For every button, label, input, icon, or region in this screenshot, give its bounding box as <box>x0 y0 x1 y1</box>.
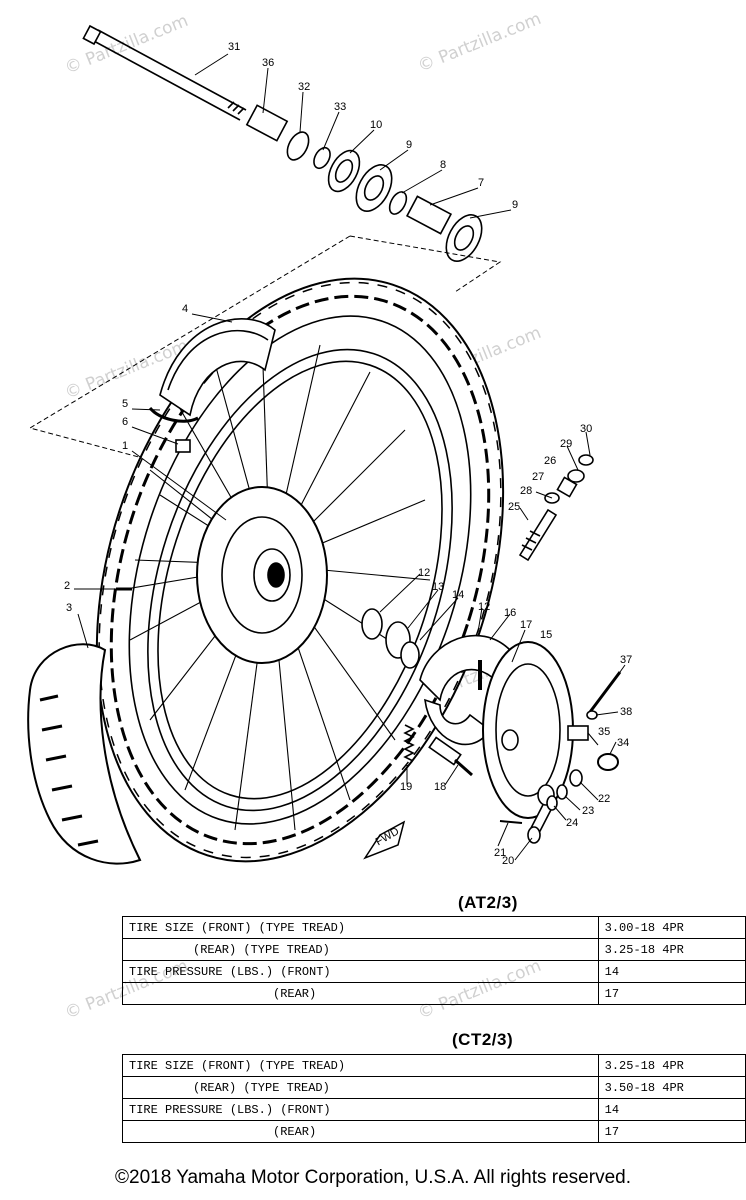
callout-37: 37 <box>620 654 632 666</box>
table-cell: (REAR) (TYPE TREAD) <box>122 1076 599 1099</box>
speedometer-gear-parts <box>518 454 594 562</box>
table-cell: 17 <box>597 1120 746 1143</box>
callout-28: 28 <box>520 485 532 497</box>
callout-18: 18 <box>434 781 446 793</box>
oil-seal <box>286 131 310 161</box>
table-cell: TIRE SIZE (FRONT) (TYPE TREAD) <box>122 1054 599 1077</box>
callout-12: 12 <box>478 601 490 613</box>
axle-nut <box>597 753 619 771</box>
callout-5: 5 <box>122 398 128 410</box>
table-row: (REAR) 17 <box>122 1120 746 1143</box>
table-cell: 17 <box>597 982 746 1005</box>
callout-33: 33 <box>334 101 346 113</box>
table-cell: (REAR) <box>122 982 599 1005</box>
callout-9: 9 <box>512 199 518 211</box>
alignment-frame <box>28 235 502 461</box>
callout-24: 24 <box>566 817 578 829</box>
callout-12: 12 <box>418 567 430 579</box>
oil-seal <box>361 608 383 640</box>
callout-16: 16 <box>504 607 516 619</box>
callout-27: 27 <box>532 471 544 483</box>
tire-spec-table: TIRE SIZE (FRONT) (TYPE TREAD) 3.25-18 4… <box>122 1054 746 1143</box>
leader-lines <box>74 53 626 861</box>
tire-spec-table: TIRE SIZE (FRONT) (TYPE TREAD) 3.00-18 4… <box>122 916 746 1005</box>
table-title: (CT2/3) <box>452 1030 514 1049</box>
callout-10: 10 <box>370 119 382 131</box>
callout-31: 31 <box>228 41 240 53</box>
spring <box>403 724 415 762</box>
table-cell: 3.25-18 4PR <box>597 1054 746 1077</box>
bearing <box>445 214 483 262</box>
collar <box>313 146 331 170</box>
table-cell: TIRE PRESSURE (LBS.) (FRONT) <box>122 1098 599 1121</box>
callout-32: 32 <box>298 81 310 93</box>
table-row: TIRE SIZE (FRONT) (TYPE TREAD) 3.00-18 4… <box>122 916 746 939</box>
table-cell: 14 <box>597 960 746 983</box>
table-cell: TIRE PRESSURE (LBS.) (FRONT) <box>122 960 599 983</box>
callout-7: 7 <box>478 177 484 189</box>
bearing <box>327 149 361 193</box>
callout-2: 2 <box>64 580 70 592</box>
table-row: TIRE PRESSURE (LBS.) (FRONT) 14 <box>122 1098 746 1121</box>
table-row: (REAR) (TYPE TREAD) 3.25-18 4PR <box>122 938 746 961</box>
callout-26: 26 <box>544 455 556 467</box>
table-cell: 3.50-18 4PR <box>597 1076 746 1099</box>
table-row: (REAR) 17 <box>122 982 746 1005</box>
forward-arrow-icon: FWD <box>363 820 406 860</box>
bolt <box>499 820 523 824</box>
table-cell: (REAR) (TYPE TREAD) <box>122 938 599 961</box>
bolt <box>588 671 622 713</box>
callout-22: 22 <box>598 793 610 805</box>
callout-9: 9 <box>406 139 412 151</box>
circlip <box>388 191 408 215</box>
valve <box>175 439 191 453</box>
collar <box>567 725 589 741</box>
table-cell: 3.00-18 4PR <box>597 916 746 939</box>
table-row: TIRE SIZE (FRONT) (TYPE TREAD) 3.25-18 4… <box>122 1054 746 1077</box>
callout-13: 13 <box>432 581 444 593</box>
table-cell: 14 <box>597 1098 746 1121</box>
callout-20: 20 <box>502 855 514 867</box>
part-callouts: 31 36 32 33 10 9 8 7 9 4 5 6 1 2 3 29 30… <box>64 41 632 867</box>
spacer <box>245 104 289 142</box>
table-title: (AT2/3) <box>458 893 518 912</box>
axle <box>82 24 247 121</box>
rim-band <box>148 406 199 423</box>
brake-cam <box>428 736 473 777</box>
callout-19: 19 <box>400 781 412 793</box>
callout-25: 25 <box>508 501 520 513</box>
callout-21: 21 <box>494 847 506 859</box>
washer <box>556 784 568 800</box>
spacer <box>405 195 453 235</box>
circlip <box>400 641 420 669</box>
callout-38: 38 <box>620 706 632 718</box>
hub <box>196 486 328 664</box>
table-row: TIRE PRESSURE (LBS.) (FRONT) 14 <box>122 960 746 983</box>
callout-3: 3 <box>66 602 72 614</box>
callout-14: 14 <box>452 589 464 601</box>
table-cell: 3.25-18 4PR <box>597 938 746 961</box>
table-cell: TIRE SIZE (FRONT) (TYPE TREAD) <box>122 916 599 939</box>
callout-4: 4 <box>182 303 188 315</box>
wheel-exploded-diagram: 31 36 32 33 10 9 8 7 9 4 5 6 1 2 3 29 30… <box>27 24 632 867</box>
callout-35: 35 <box>598 726 610 738</box>
callout-15: 15 <box>540 629 552 641</box>
callout-36: 36 <box>262 57 274 69</box>
inner-tube <box>159 318 276 417</box>
washer <box>586 710 598 720</box>
callout-23: 23 <box>582 805 594 817</box>
callout-6: 6 <box>122 416 128 428</box>
table-cell: (REAR) <box>122 1120 599 1143</box>
callout-17: 17 <box>520 619 532 631</box>
callout-29: 29 <box>560 438 572 450</box>
tire-section <box>27 643 142 865</box>
rim <box>147 348 453 812</box>
callout-1: 1 <box>122 440 128 452</box>
callout-34: 34 <box>617 737 629 749</box>
callout-30: 30 <box>580 423 592 435</box>
table-row: (REAR) (TYPE TREAD) 3.50-18 4PR <box>122 1076 746 1099</box>
copyright-notice: ©2018 Yamaha Motor Corporation, U.S.A. A… <box>115 1167 631 1188</box>
callout-8: 8 <box>440 159 446 171</box>
nut <box>569 769 583 787</box>
